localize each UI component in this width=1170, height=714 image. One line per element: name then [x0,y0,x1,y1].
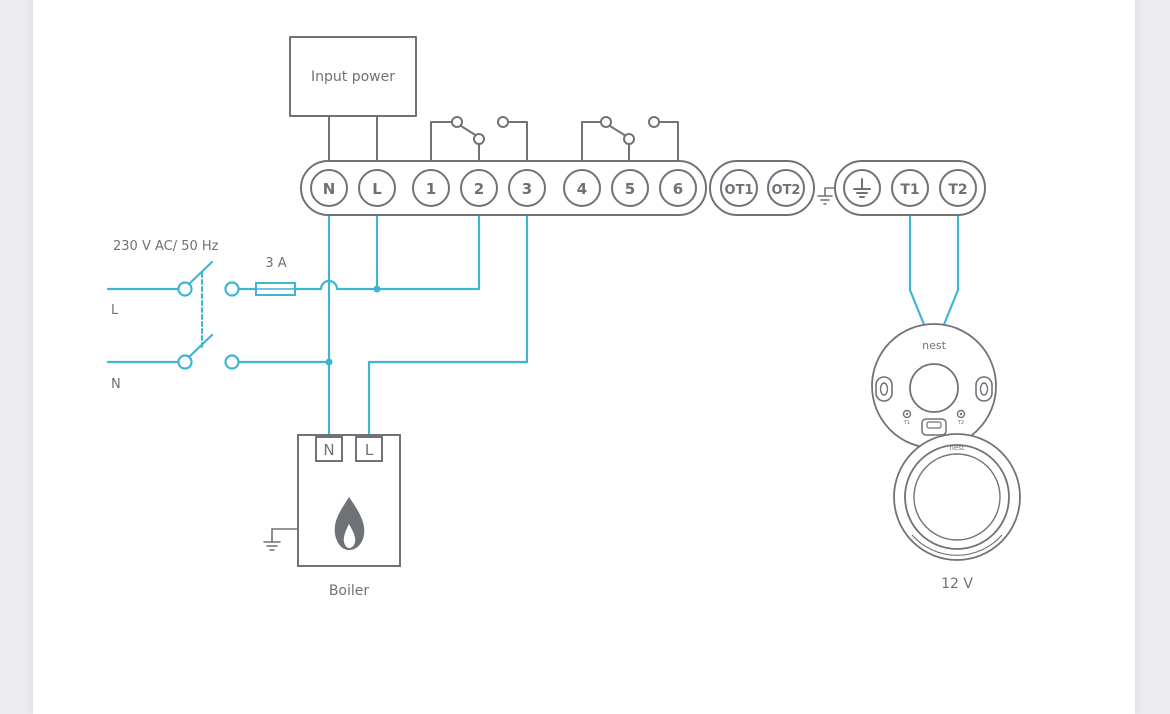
terminal-label: OT1 [725,183,754,198]
nest-thermostat-ring [904,444,1010,550]
earth-ground-icon [817,187,836,205]
terminal-4 [563,169,601,207]
terminal-label: L [372,180,382,198]
nest-thermostat-screen [913,453,1001,541]
terminal-block-main [300,160,707,216]
terminal-1 [412,169,450,207]
boiler-box [297,434,401,567]
terminal-label: T2 [948,182,967,198]
screw-slot-right [975,376,993,402]
terminals-main [310,169,977,207]
terminal-t2 [939,169,977,207]
terminal-ot2 [767,169,805,207]
nest-base-center-ring [909,363,959,413]
nest-display-logo: nest [949,444,964,452]
base-terminal-t2 [956,409,966,419]
input-power-wires [328,115,378,169]
relay-switch-icon [581,116,679,169]
terminal-5 [611,169,649,207]
terminal-t1 [891,169,929,207]
input-power-box [289,36,417,117]
earth-ground-icon [853,178,871,198]
terminal-label: OT2 [772,183,801,198]
boiler-label: Boiler [329,583,370,599]
line-label: L [111,303,119,318]
boiler-terminal-label: N [323,441,334,459]
base-connector [921,418,947,436]
nest-base-logo: nest [922,339,946,352]
base-terminal-t1 [902,409,912,419]
terminal-label: 1 [426,180,436,198]
boiler-terminal-n [315,436,343,462]
terminal-label: T1 [900,182,919,198]
terminal-label: 6 [673,180,683,198]
base-t2-label: T2 [957,420,964,426]
supply-label: 230 V AC/ 50 Hz [113,239,219,254]
flame-icon [334,497,365,550]
earth-ground-icon [263,528,299,551]
terminal-3 [508,169,546,207]
boiler-terminal-l [355,436,383,462]
terminal-n [310,169,348,207]
fuse-label: 3 A [265,256,286,271]
screw-slot-left [875,376,893,402]
nest-thermostat-outer [893,433,1021,561]
base-t1-label: T1 [903,420,910,426]
relay-switch-icon [430,116,528,169]
voltage-label: 12 V [941,576,973,592]
terminal-label: 5 [625,180,635,198]
terminal-label: 3 [522,180,532,198]
junction-dot [325,358,333,366]
terminal-label: N [323,180,336,198]
boiler-terminal-label: L [365,441,374,459]
terminal-label: 2 [474,180,484,198]
terminal-label: 4 [577,180,587,198]
input-power-label: Input power [311,69,395,85]
terminal-l [358,169,396,207]
terminal-2 [460,169,498,207]
blue-wiring [106,206,960,437]
terminal-6 [659,169,697,207]
junction-dot [373,285,381,293]
terminal-labels: N L 1 2 3 4 5 6 OT1 OT2 T1 T2 [323,180,968,198]
neutral-label: N [111,377,121,392]
terminal-ot1 [720,169,758,207]
double-pole-switch-icon [177,260,240,370]
